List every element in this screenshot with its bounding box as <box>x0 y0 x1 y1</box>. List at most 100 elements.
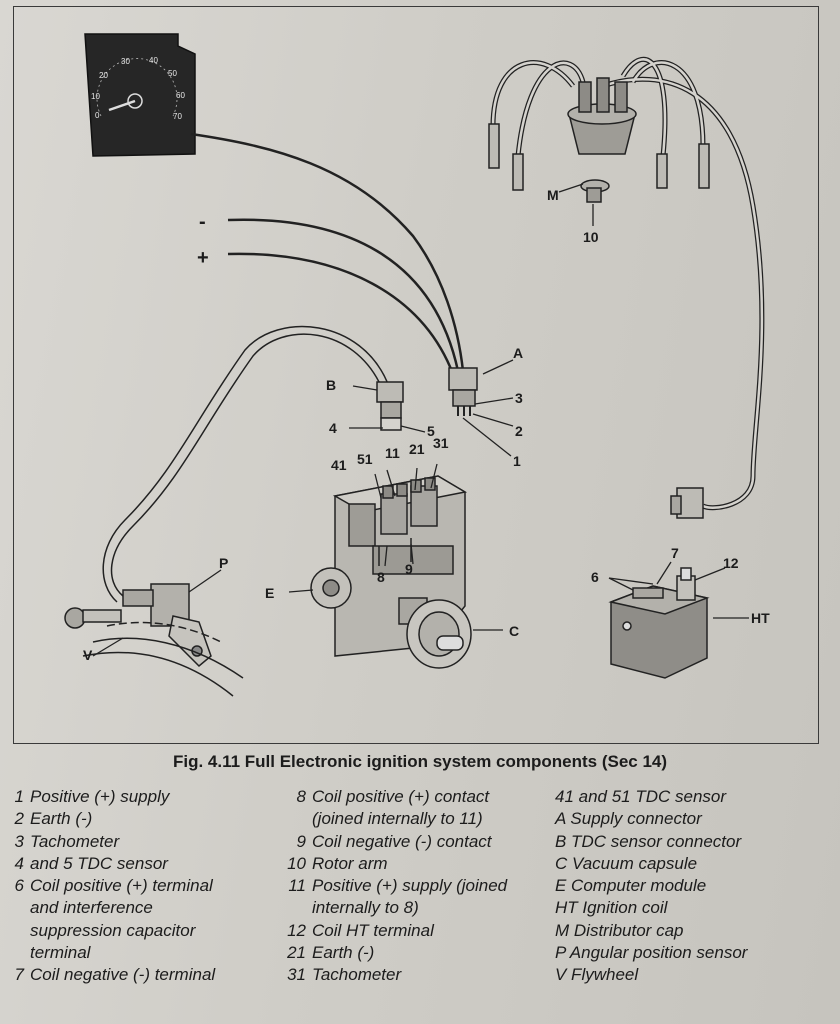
legend-text: A Supply connector <box>555 809 702 829</box>
callout-51: 51 <box>357 451 373 467</box>
legend-number: 3 <box>14 831 24 851</box>
legend-text: Coil HT terminal <box>312 920 434 940</box>
legend-item: 41 and 51 TDC sensor <box>555 786 830 808</box>
callout-10: 10 <box>583 229 599 245</box>
gauge-scale-60: 60 <box>176 91 185 100</box>
callout-11: 11 <box>385 445 400 461</box>
legend-item: 3 Tachometer <box>10 831 285 853</box>
legend-item: 12 Coil HT terminal <box>278 920 548 942</box>
legend-text: Coil positive (+) terminal <box>30 876 213 896</box>
legend-text: and 5 TDC sensor <box>30 853 168 873</box>
legend-text: Positive (+) supply (joined <box>312 876 508 896</box>
legend-text: terminal <box>30 943 91 963</box>
legend-number: 1 <box>14 787 24 806</box>
legend-item: 2 Earth (-) <box>10 808 285 830</box>
callout-12: 12 <box>723 555 739 571</box>
callout-41: 41 <box>331 457 347 473</box>
legend-text: Coil negative (-) terminal <box>30 965 216 985</box>
tachometer-gauge: 0 10 20 30 40 50 60 70 <box>84 33 196 157</box>
gauge-scale-30: 30 <box>121 57 130 66</box>
legend-item: 7 Coil negative (-) terminal <box>10 964 285 986</box>
legend-text: Rotor arm <box>312 853 388 873</box>
legend-column-2: 8 Coil positive (+) contact (joined inter… <box>278 786 548 987</box>
legend-text: Coil negative (-) contact <box>312 831 492 851</box>
legend-number <box>10 942 30 964</box>
legend-text: Coil positive (+) contact <box>312 787 490 806</box>
bolt <box>64 607 122 629</box>
callout-21: 21 <box>409 441 425 457</box>
legend-text: 41 and 51 TDC sensor <box>555 787 727 806</box>
callout-ht: HT <box>751 610 770 626</box>
legend-item: B TDC sensor connector <box>555 831 830 853</box>
legend-number <box>278 897 312 919</box>
callout-7: 7 <box>671 545 679 561</box>
gauge-scale-50: 50 <box>168 69 177 78</box>
angular-position-sensor <box>122 583 212 668</box>
gauge-scale-0: 0 <box>95 111 100 120</box>
rotor-arm <box>580 179 610 203</box>
callout-c: C <box>509 623 519 639</box>
legend-text: V Flywheel <box>555 965 639 985</box>
legend-item: suppression capacitor <box>10 920 285 942</box>
callout-v: V <box>83 647 93 663</box>
legend-text: B TDC sensor connector <box>555 831 742 851</box>
legend-number <box>278 808 312 830</box>
legend-column-3: 41 and 51 TDC sensor A Supply connector … <box>555 786 830 987</box>
legend-text: E Computer module <box>555 876 707 896</box>
legend-item: 11 Positive (+) supply (joined <box>278 875 548 897</box>
callout-a: A <box>513 345 523 361</box>
legend-text: P Angular position sensor <box>555 943 748 963</box>
legend-number <box>10 897 30 919</box>
legend-text: HT Ignition coil <box>555 898 668 918</box>
legend-number: 8 <box>296 787 306 806</box>
leader-lines <box>92 183 749 657</box>
distributor-cap <box>567 77 637 155</box>
callout-b: B <box>326 377 336 393</box>
supply-connector-a <box>448 367 478 416</box>
legend-item: A Supply connector <box>555 808 830 830</box>
figure-frame <box>13 6 819 744</box>
legend-text: Tachometer <box>30 831 120 851</box>
legend-item: internally to 8) <box>278 897 548 919</box>
legend-item: HT Ignition coil <box>555 897 830 919</box>
plug-caps <box>488 123 710 191</box>
plus-wire-label: + <box>197 247 209 269</box>
legend-text: C Vacuum capsule <box>555 853 698 873</box>
supply-wires <box>190 132 465 375</box>
legend-item: and interference <box>10 897 285 919</box>
legend-number: 9 <box>296 831 306 851</box>
legend-item: P Angular position sensor <box>555 942 830 964</box>
legend-text: (joined internally to 11) <box>312 809 483 829</box>
tdc-connector-b <box>376 381 404 431</box>
callout-5: 5 <box>427 423 435 439</box>
legend-number: 4 <box>14 853 24 873</box>
legend-number: 2 <box>14 809 24 829</box>
legend-text: Earth (-) <box>30 809 93 829</box>
legend-number: 7 <box>14 965 24 985</box>
callout-m: M <box>547 187 559 203</box>
legend-text: suppression capacitor <box>30 920 196 940</box>
legend-item: 21 Earth (-) <box>278 942 548 964</box>
legend-text: Earth (-) <box>312 943 375 963</box>
callout-9: 9 <box>405 561 413 577</box>
legend-number: 12 <box>287 920 306 940</box>
callout-31: 31 <box>433 435 449 451</box>
legend-item: E Computer module <box>555 875 830 897</box>
legend-number: 31 <box>287 965 306 985</box>
legend-item: terminal <box>10 942 285 964</box>
legend-number: 21 <box>287 943 306 963</box>
legend-item: V Flywheel <box>555 964 830 986</box>
legend-item: C Vacuum capsule <box>555 853 830 875</box>
callout-6: 6 <box>591 569 599 585</box>
legend-number: 11 <box>288 876 306 896</box>
callout-1: 1 <box>513 453 521 469</box>
ignition-coil <box>608 567 710 679</box>
coil-ht-connector <box>670 487 704 519</box>
legend-item: M Distributor cap <box>555 920 830 942</box>
legend-text: M Distributor cap <box>555 920 684 940</box>
legend-number: 6 <box>14 876 24 896</box>
